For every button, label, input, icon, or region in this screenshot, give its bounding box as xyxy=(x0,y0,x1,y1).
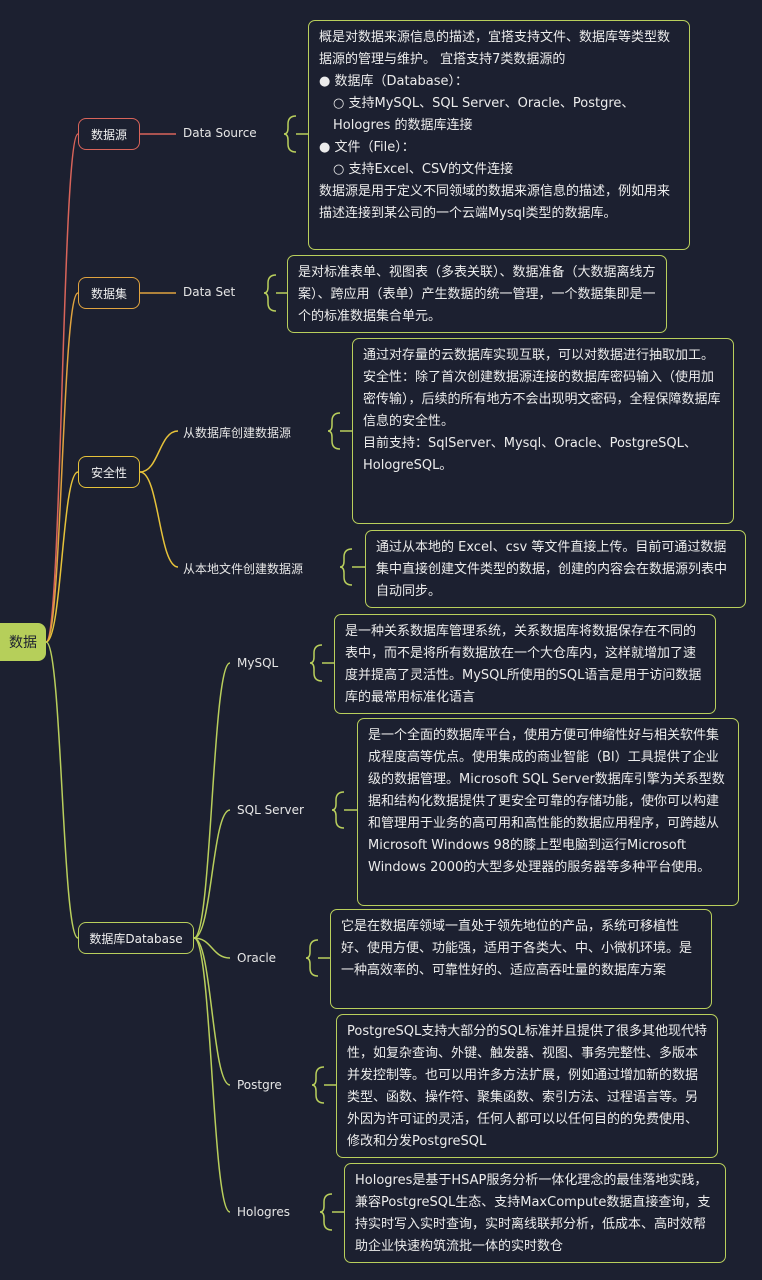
connector-line xyxy=(45,292,79,643)
note-data-source: 概是对数据来源信息的描述，宜搭支持文件、数据库等类型数据源的管理与维护。 宜搭支… xyxy=(308,20,690,250)
connector-line xyxy=(193,937,231,1086)
branch-database[interactable]: 数据库Database xyxy=(78,922,194,954)
topic-mysql[interactable]: MySQL xyxy=(237,656,279,670)
note-create-from-database: 通过对存量的云数据库实现互联，可以对数据进行抽取加工。 安全性：除了首次创建数据… xyxy=(352,338,734,524)
note-hologres: Hologres是基于HSAP服务分析一体化理念的最佳落地实践，兼容Postgr… xyxy=(344,1163,726,1263)
note-line: 概是对数据来源信息的描述，宜搭支持文件、数据库等类型数据源的管理与维护。 宜搭支… xyxy=(319,30,671,67)
note-line: ○ 支持Excel、CSV的文件连接 xyxy=(333,162,514,177)
note-line: 它是在数据库领域一直处于领先地位的产品，系统可移植性好、使用方便、功能强，适用于… xyxy=(341,919,693,978)
connector-line xyxy=(193,662,231,939)
connector-line xyxy=(339,548,353,586)
connector-line xyxy=(305,939,319,977)
topic-data-set[interactable]: Data Set xyxy=(183,285,236,299)
note-line: 是一种关系数据库管理系统，关系数据库将数据保存在不同的表中，而不是将所有数据放在… xyxy=(345,624,702,705)
connector-line xyxy=(45,641,79,939)
note-line: 数据源是用于定义不同领域的数据来源信息的描述，例如用来描述连接到某公司的一个云端… xyxy=(319,184,671,221)
connector-line xyxy=(283,115,297,153)
note-line: 安全性：除了首次创建数据源连接的数据库密码输入（使用加密传输），后续的所有地方不… xyxy=(363,370,721,429)
branch-data-set[interactable]: 数据集 xyxy=(78,277,140,309)
note-line: ● 文件（File）： xyxy=(319,140,415,155)
topic-oracle[interactable]: Oracle xyxy=(237,951,277,965)
note-sql-server: 是一个全面的数据库平台，使用方便可伸缩性好与相关软件集成程度高等优点。使用集成的… xyxy=(357,718,739,906)
note-line: 通过从本地的 Excel、csv 等文件直接上传。目前可通过数据集中直接创建文件… xyxy=(376,540,728,599)
connector-line xyxy=(45,471,79,643)
branch-security[interactable]: 安全性 xyxy=(78,456,140,488)
note-data-set: 是对标准表单、视图表（多表关联）、数据准备（大数据离线方案）、跨应用（表单）产生… xyxy=(287,255,667,333)
root-node[interactable]: 数据 xyxy=(0,623,46,661)
connector-line xyxy=(139,430,179,473)
topic-sql-server[interactable]: SQL Server xyxy=(237,803,304,817)
connector-line xyxy=(331,791,345,829)
connector-line xyxy=(319,1193,333,1231)
topic-data-source[interactable]: Data Source xyxy=(183,126,257,140)
note-mysql: 是一种关系数据库管理系统，关系数据库将数据保存在不同的表中，而不是将所有数据放在… xyxy=(334,614,716,714)
note-line: ○ 支持MySQL、SQL Server、Oracle、Postgre、Holo… xyxy=(333,96,635,133)
note-create-from-local-file: 通过从本地的 Excel、csv 等文件直接上传。目前可通过数据集中直接创建文件… xyxy=(365,530,746,608)
connector-line xyxy=(309,644,323,682)
note-postgre: PostgreSQL支持大部分的SQL标准并且提供了很多其他现代特性，如复杂查询… xyxy=(336,1014,718,1158)
connector-line xyxy=(193,937,231,1213)
connector-line xyxy=(263,274,277,312)
topic-postgre[interactable]: Postgre xyxy=(237,1078,282,1092)
connector-line xyxy=(45,133,79,643)
connector-line xyxy=(193,809,231,939)
note-line: Hologres是基于HSAP服务分析一体化理念的最佳落地实践，兼容Postgr… xyxy=(355,1173,711,1254)
connector-line xyxy=(193,937,231,959)
connector-line xyxy=(327,412,341,450)
note-oracle: 它是在数据库领域一直处于领先地位的产品，系统可移植性好、使用方便、功能强，适用于… xyxy=(330,909,712,1009)
note-line: 是对标准表单、视图表（多表关联）、数据准备（大数据离线方案）、跨应用（表单）产生… xyxy=(298,265,656,324)
note-line: PostgreSQL支持大部分的SQL标准并且提供了很多其他现代特性，如复杂查询… xyxy=(347,1024,707,1149)
note-line: 是一个全面的数据库平台，使用方便可伸缩性好与相关软件集成程度高等优点。使用集成的… xyxy=(368,728,725,875)
connector-line xyxy=(139,471,179,568)
topic-create-from-database[interactable]: 从数据库创建数据源 xyxy=(183,426,292,440)
note-line: ● 数据库（Database）： xyxy=(319,74,469,89)
topic-create-from-local-file[interactable]: 从本地文件创建数据源 xyxy=(183,562,304,576)
branch-data-source[interactable]: 数据源 xyxy=(78,118,140,150)
connector-line xyxy=(311,1066,325,1104)
note-line: 目前支持：SqlServer、Mysql、Oracle、PostgreSQL、H… xyxy=(363,436,697,473)
note-line: 通过对存量的云数据库实现互联，可以对数据进行抽取加工。 xyxy=(363,348,715,363)
topic-hologres[interactable]: Hologres xyxy=(237,1205,290,1219)
